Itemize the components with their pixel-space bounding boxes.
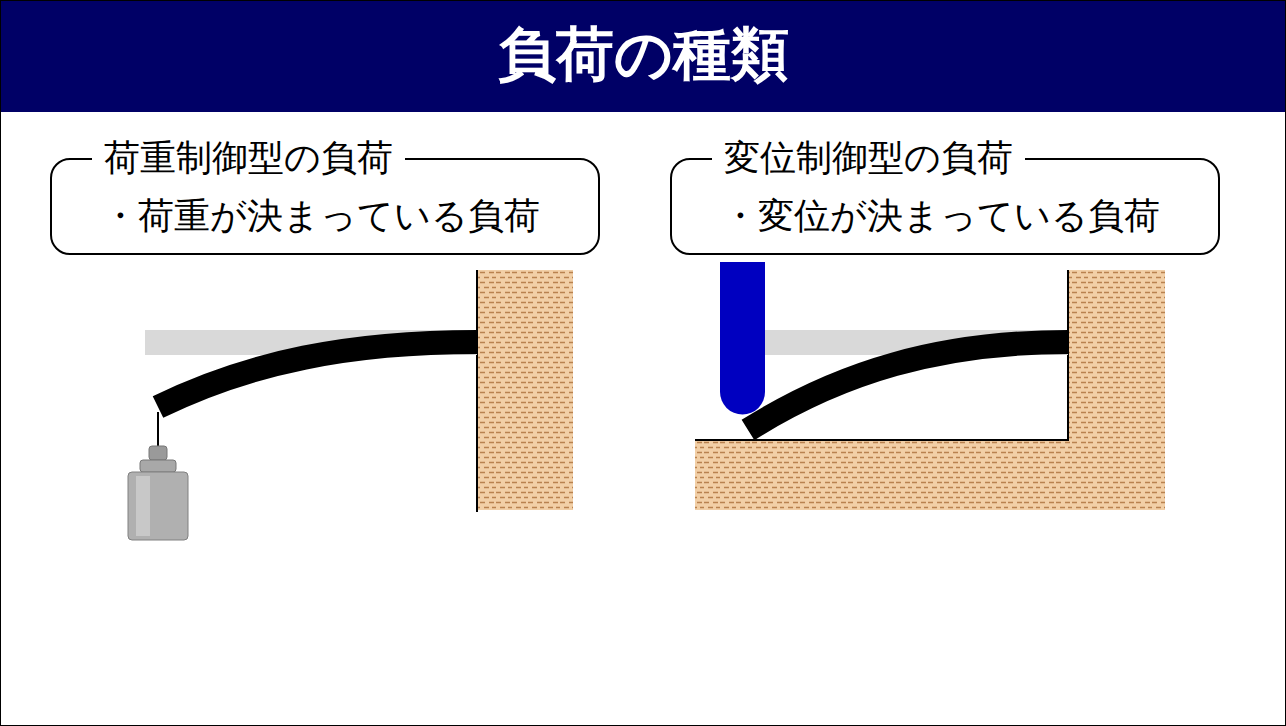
wall-edge	[476, 270, 478, 512]
floor	[695, 440, 1165, 510]
box-heading: 荷重制御型の負荷	[92, 136, 405, 180]
title: 負荷の種類	[0, 14, 1286, 94]
weight	[128, 446, 188, 540]
string	[157, 412, 159, 450]
deflected-beam	[158, 342, 477, 407]
box-heading: 変位制御型の負荷	[712, 136, 1025, 180]
deflected-beam	[748, 342, 1068, 430]
probe	[720, 262, 765, 415]
wall	[477, 270, 573, 510]
box-text: ・荷重が決まっている負荷	[102, 194, 584, 238]
rounded-box: 変位制御型の負荷・変位が決まっている負荷	[670, 158, 1220, 255]
rounded-box: 荷重制御型の負荷・荷重が決まっている負荷	[50, 158, 600, 255]
box-text: ・変位が決まっている負荷	[722, 194, 1204, 238]
